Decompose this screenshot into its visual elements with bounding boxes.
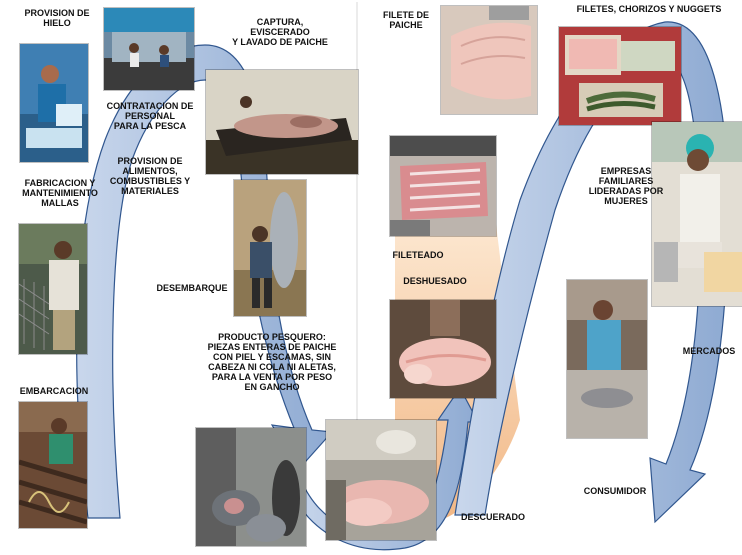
label-empresas-familiares: EMPRESAS FAMILIARES LIDERADAS POR MUJERE…: [578, 166, 674, 206]
photo-ice-provision-icon: [20, 44, 88, 162]
label-deshuesado: DESHUESADO: [400, 276, 470, 286]
photo-skinning-icon: [326, 420, 436, 540]
photo-unloading-icon: [234, 180, 306, 316]
photo-whole-pieces-icon: [196, 428, 306, 546]
label-consumidor: CONSUMIDOR: [578, 486, 652, 496]
photo-nets-maintenance-icon: [19, 224, 87, 354]
photo-filleting-icon: [390, 136, 496, 236]
photo-women-business-icon: [652, 122, 742, 306]
label-filetes-chorizos: FILETES, CHORIZOS Y NUGGETS: [574, 4, 724, 14]
label-captura: CAPTURA, EVISCERADO Y LAVADO DE PAICHE: [206, 17, 354, 47]
photo-hiring-crew-icon: [104, 8, 194, 90]
photo-market-icon: [567, 280, 647, 438]
photo-capture-canoe-icon: [206, 70, 358, 174]
label-desembarque: DESEMBARQUE: [152, 283, 232, 293]
photo-fillet-icon: [441, 6, 537, 114]
label-fileteado: FILETEADO: [388, 250, 448, 260]
label-producto-pesquero: PRODUCTO PESQUERO: PIEZAS ENTERAS DE PAI…: [186, 332, 358, 392]
photo-boat-icon: [19, 402, 87, 528]
label-fabricacion-mallas: FABRICACION Y MANTENIMIENTO MALLAS: [18, 178, 102, 208]
label-descuerado: DESCUERADO: [456, 512, 530, 522]
label-mercados: MERCADOS: [680, 346, 738, 356]
label-provision-alimentos: PROVISION DE ALIMENTOS, COMBUSTIBLES Y M…: [104, 156, 196, 196]
photo-products-icon: [559, 27, 681, 125]
label-contratacion-personal: CONTRATACION DE PERSONAL PARA LA PESCA: [102, 101, 198, 131]
label-filete-paiche: FILETE DE PAICHE: [372, 10, 440, 30]
label-provision-hielo: PROVISION DE HIELO: [22, 8, 92, 28]
label-embarcacion: EMBARCACION: [14, 386, 94, 396]
photo-deboning-icon: [390, 300, 496, 398]
